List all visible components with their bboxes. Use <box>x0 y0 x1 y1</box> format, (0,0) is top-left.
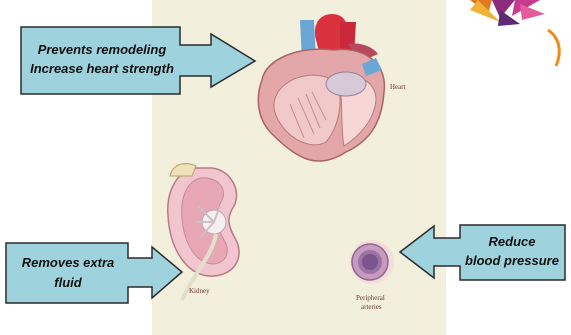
arteries-callout-line1: Reduce <box>460 232 564 251</box>
kidney-callout-line2: fluid <box>8 273 128 293</box>
artery-illustration <box>350 240 394 284</box>
kidney-callout-text: Removes extra fluid <box>8 253 128 293</box>
kidney-callout-line1: Removes extra <box>8 253 128 273</box>
flower-logo <box>470 0 559 66</box>
arteries-callout-text: Reduce blood pressure <box>460 232 564 270</box>
heart-callout-line1: Prevents remodeling <box>24 40 180 59</box>
arteries-callout-line2: blood pressure <box>460 251 564 270</box>
heart-label: Heart <box>390 83 406 91</box>
arteries-label-line2: arteries <box>361 303 382 311</box>
kidney-label: Kidney <box>189 287 210 295</box>
heart-callout-line2: Increase heart strength <box>24 59 180 78</box>
arteries-label-line1: Peripheral <box>356 294 385 302</box>
heart-callout-text: Prevents remodeling Increase heart stren… <box>24 40 180 78</box>
